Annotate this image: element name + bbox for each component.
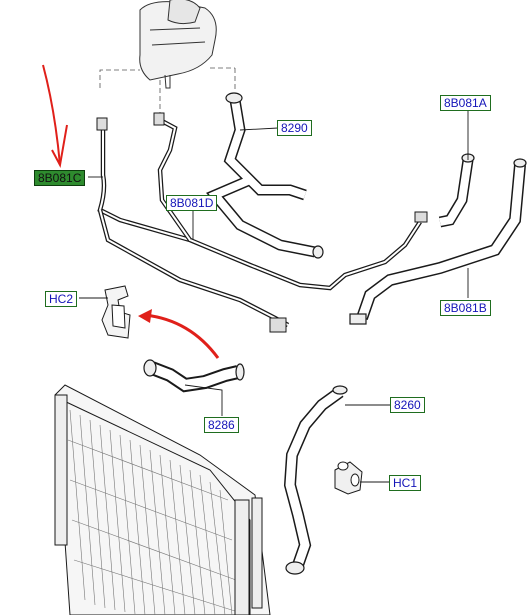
part-label-8B081A[interactable]: 8B081A xyxy=(440,95,491,111)
hose-8B081C-pipe xyxy=(96,117,428,333)
hose-8B081B xyxy=(349,158,527,325)
hose-8B081A xyxy=(438,153,475,228)
radiator xyxy=(54,384,271,615)
part-label-8290[interactable]: 8290 xyxy=(277,120,312,136)
hose-8286 xyxy=(143,359,245,393)
part-label-8286[interactable]: 8286 xyxy=(204,417,239,433)
hose-8260 xyxy=(283,385,348,575)
clip-HC2 xyxy=(101,285,131,339)
label-leader-lines xyxy=(79,110,469,483)
part-label-HC2[interactable]: HC2 xyxy=(45,291,78,307)
clip-HC1 xyxy=(334,461,363,495)
part-label-8260[interactable]: 8260 xyxy=(390,397,425,413)
part-label-8B081B[interactable]: 8B081B xyxy=(440,300,491,316)
part-label-8B081D[interactable]: 8B081D xyxy=(166,195,218,211)
hose-8290 xyxy=(206,92,324,259)
part-label-8B081C[interactable]: 8B081C xyxy=(34,170,86,186)
expansion-tank xyxy=(139,0,217,89)
red-annotation-arrows xyxy=(42,64,220,359)
leader-lines-dashed xyxy=(99,67,236,118)
hose-8B081D-pipe xyxy=(153,112,192,242)
radiator-fins xyxy=(67,409,239,615)
part-label-HC1[interactable]: HC1 xyxy=(389,475,422,491)
